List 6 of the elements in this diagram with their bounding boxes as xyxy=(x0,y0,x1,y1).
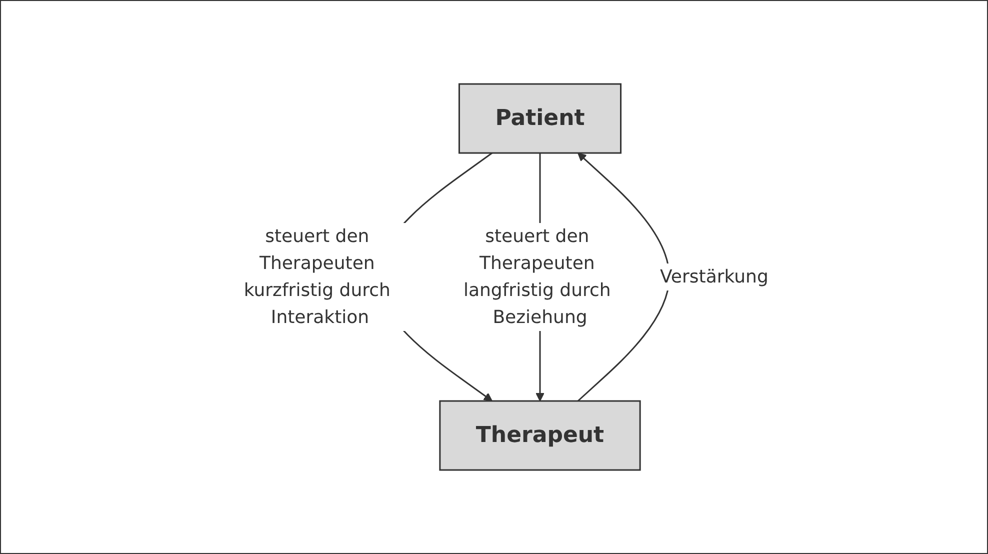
edge-label: steuert den Therapeuten langfristig durch Beziehung xyxy=(463,226,611,328)
arrow xyxy=(577,152,670,402)
node-box: Patient xyxy=(458,83,622,154)
node-box: Therapeut xyxy=(439,400,641,471)
edge-label: steuert den Therapeuten kurzfristig durch Interaktion xyxy=(244,226,390,328)
edge-label: Verstärkung xyxy=(660,266,768,288)
